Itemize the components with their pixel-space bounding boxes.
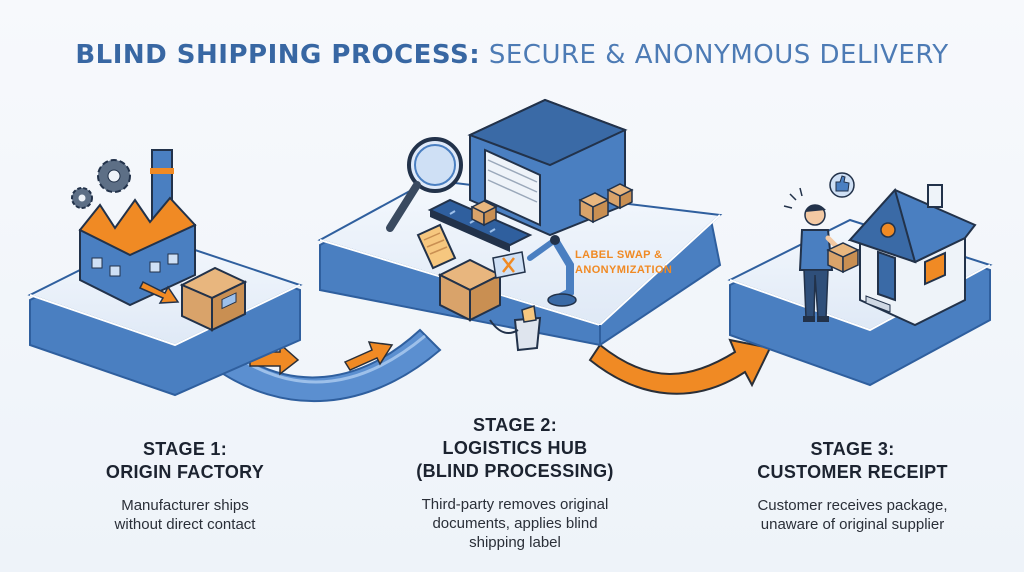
stage-3-desc-line-2: unaware of original supplier: [760, 516, 945, 533]
stage-2-title-line-1: STAGE 2:: [472, 415, 558, 435]
annotation-line-1: LABEL SWAP &: [575, 249, 663, 261]
person-icon: [798, 204, 843, 322]
factory-icon: [78, 149, 197, 307]
stage-3-description: Customer receives package, unaware of or…: [720, 496, 985, 534]
trash-bin-icon: [513, 305, 542, 352]
arrow-icon: [343, 341, 394, 371]
stage-2-title-line-2: LOGISTICS HUB: [442, 438, 588, 458]
stage-1-title-line-1: STAGE 1:: [142, 439, 228, 459]
package-icon: [826, 242, 860, 274]
gear-icon: [71, 187, 93, 209]
stage-1-desc-line-2: without direct contact: [114, 516, 256, 533]
label-screen: [492, 251, 526, 279]
stage-1-title-line-2: ORIGIN FACTORY: [105, 462, 265, 482]
arrow-icon: [489, 319, 519, 334]
stage-3-title: STAGE 3: CUSTOMER RECEIPT: [720, 438, 985, 484]
package-icon: [578, 192, 610, 224]
package-icon: [470, 200, 498, 227]
stage-2-desc-line-3: shipping label: [469, 534, 561, 551]
diagram-title: BLIND SHIPPING PROCESS: SECURE & ANONYMO…: [0, 40, 1024, 70]
stage-2-desc-line-1: Third-party removes original: [421, 496, 609, 513]
excitement-marks: [783, 187, 803, 209]
gear-icon: [97, 159, 131, 193]
package-icon: [606, 183, 634, 210]
stage-1-title: STAGE 1: ORIGIN FACTORY: [70, 438, 300, 484]
house-icon: [847, 184, 977, 327]
arrow-icon: [138, 280, 180, 304]
stage-2-description: Third-party removes original documents, …: [370, 495, 660, 552]
title-bold: BLIND SHIPPING PROCESS:: [75, 40, 481, 70]
thumbs-up-icon: [829, 172, 855, 198]
stage-3-block: STAGE 3: CUSTOMER RECEIPT Customer recei…: [720, 438, 985, 534]
arrow-icon: [588, 338, 772, 395]
arrow-icon: [249, 342, 300, 376]
robot-arm-icon: [527, 235, 577, 307]
annotation-line-2: ANONYMIZATION: [575, 264, 673, 276]
stage-2-block: STAGE 2: LOGISTICS HUB (BLIND PROCESSING…: [370, 414, 660, 552]
stage-1-desc-line-1: Manufacturer ships: [121, 497, 249, 514]
stage-3-title-line-1: STAGE 3:: [810, 439, 895, 459]
title-light: SECURE & ANONYMOUS DELIVERY: [488, 40, 949, 70]
stage-1-block: STAGE 1: ORIGIN FACTORY Manufacturer shi…: [70, 438, 300, 534]
package-icon: [437, 258, 503, 322]
stage-3-desc-line-1: Customer receives package,: [757, 497, 948, 514]
package-icon: [179, 266, 248, 332]
stage-3-title-line-2: CUSTOMER RECEIPT: [757, 462, 948, 482]
stage-2-title-line-3: (BLIND PROCESSING): [416, 461, 614, 481]
label-swap-annotation: LABEL SWAP & ANONYMIZATION: [575, 248, 672, 278]
document-icon: [416, 223, 457, 270]
stage-2-title: STAGE 2: LOGISTICS HUB (BLIND PROCESSING…: [370, 414, 660, 483]
magnifier-icon: [386, 137, 463, 232]
stage-1-description: Manufacturer ships without direct contac…: [70, 496, 300, 534]
stage-2-desc-line-2: documents, applies blind: [432, 515, 598, 532]
